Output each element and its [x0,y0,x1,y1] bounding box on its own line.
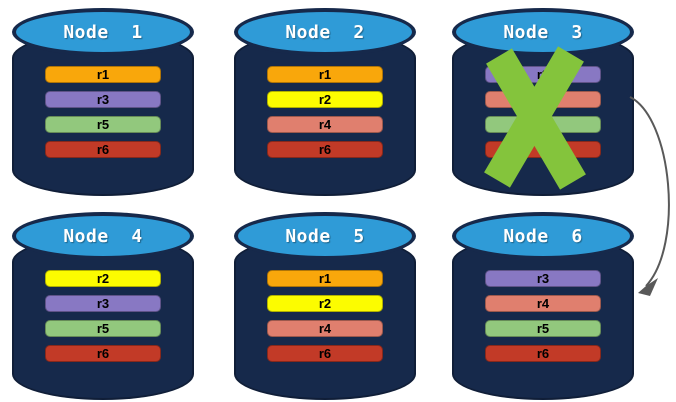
node-4-cylinder-top: Node 4 [12,212,194,260]
replica-bar: r6 [45,141,161,158]
node-3-replicas: r3 [452,66,634,158]
replica-bar: r3 [45,91,161,108]
node-1: Node 1 r1 r3 r5 r6 [12,8,194,196]
node-5: Node 5 r1 r2 r4 r6 [234,212,416,400]
replica-bar: r5 [485,320,601,337]
replica-bar: r4 [485,295,601,312]
replica-bar: r3 [485,270,601,287]
replica-bar: r6 [267,345,383,362]
node-2-replicas: r1 r2 r4 r6 [234,66,416,158]
node-2-cylinder-body [234,32,416,196]
replica-bar: r4 [267,116,383,133]
replica-bar [485,91,601,108]
node-1-title: Node 1 [63,21,143,43]
node-6-replicas: r3 r4 r5 r6 [452,270,634,362]
replica-bar: r2 [267,91,383,108]
replica-bar [485,141,601,158]
node-6-cylinder-body [452,236,634,400]
node-2-title: Node 2 [285,21,365,43]
replica-bar: r2 [267,295,383,312]
node-5-cylinder-top: Node 5 [234,212,416,260]
replica-bar [485,116,601,133]
node-6: Node 6 r3 r4 r5 r6 [452,212,634,400]
node-2: Node 2 r1 r2 r4 r6 [234,8,416,196]
node-6-cylinder-top: Node 6 [452,212,634,260]
replica-bar: r3 [485,66,601,83]
node-5-cylinder-body [234,236,416,400]
node-3-cylinder-top: Node 3 [452,8,634,56]
replica-bar: r5 [45,116,161,133]
replica-bar: r5 [45,320,161,337]
node-1-cylinder-body [12,32,194,196]
replica-bar: r1 [267,270,383,287]
node-4-cylinder-body [12,236,194,400]
node-1-replicas: r1 r3 r5 r6 [12,66,194,158]
replica-bar: r4 [267,320,383,337]
node-6-title: Node 6 [503,225,583,247]
node-4-replicas: r2 r3 r5 r6 [12,270,194,362]
node-3-title: Node 3 [503,21,583,43]
replica-bar: r1 [45,66,161,83]
node-1-cylinder-top: Node 1 [12,8,194,56]
node-3: Node 3 r3 [452,8,634,196]
node-2-cylinder-top: Node 2 [234,8,416,56]
replica-bar: r6 [45,345,161,362]
replica-bar: r3 [45,295,161,312]
replica-bar: r2 [45,270,161,287]
arrowhead-icon [638,278,658,296]
node-5-title: Node 5 [285,225,365,247]
replica-bar: r6 [485,345,601,362]
replica-bar: r1 [267,66,383,83]
node-4-title: Node 4 [63,225,143,247]
node-5-replicas: r1 r2 r4 r6 [234,270,416,362]
replica-bar: r6 [267,141,383,158]
node-4: Node 4 r2 r3 r5 r6 [12,212,194,400]
